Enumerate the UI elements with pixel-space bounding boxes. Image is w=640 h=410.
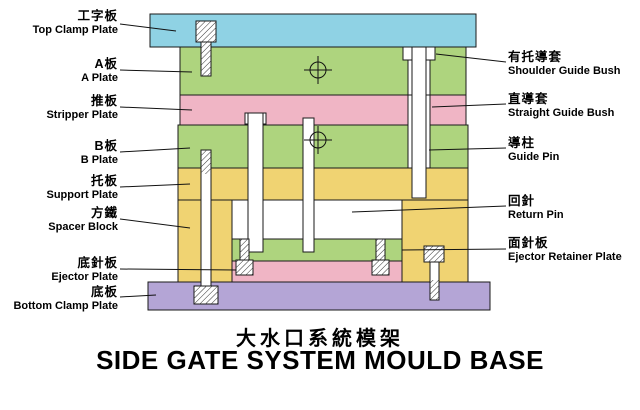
label-support-plate-zh: 托板 [90,174,118,188]
leader-lines-right [351,53,507,251]
label-b-plate-zh: B板 [94,139,118,153]
guide-pin-shape [411,46,427,199]
label-stripper-plate-en: Stripper Plate [46,109,118,121]
label-guide-pin-zh: 導柱 [508,136,536,150]
leader-lines-left [119,23,237,298]
label-straight-guide-bush: 直導套 Straight Guide Bush [508,92,640,120]
label-bottom-clamp-plate-en: Bottom Clamp Plate [13,300,118,312]
label-shoulder-guide-bush-zh: 有托導套 [508,50,563,64]
label-top-clamp-plate-zh: 工字板 [77,9,118,23]
label-ejector-retainer-plate-zh: 面針板 [508,236,549,250]
center-mark-upper [304,56,332,84]
label-b-plate-en: B Plate [80,154,118,166]
label-a-plate-en: A Plate [81,72,118,84]
label-guide-pin-en: Guide Pin [508,151,560,163]
label-ejector-plate: 底針板 Ejector Plate [4,256,118,284]
label-spacer-block: 方鐵 Spacer Block [4,206,118,234]
return-pin-shape [247,112,264,253]
label-support-plate: 托板 Support Plate [4,174,118,202]
label-support-plate-en: Support Plate [46,189,118,201]
label-spacer-block-zh: 方鐵 [90,206,118,220]
title-chinese: 大水口系統模架 [236,328,404,350]
label-shoulder-guide-bush: 有托導套 Shoulder Guide Bush [508,50,640,78]
label-return-pin-zh: 回針 [508,194,536,208]
label-ejector-plate-zh: 底針板 [77,256,118,270]
label-ejector-plate-en: Ejector Plate [51,271,118,283]
label-a-plate-zh: A板 [94,57,118,71]
label-ejector-retainer-plate: 面針板 Ejector Retainer Plate [508,236,640,264]
label-straight-guide-bush-zh: 直導套 [508,92,549,106]
label-bottom-clamp-plate-zh: 底板 [90,285,118,299]
center-mark-lower [304,126,332,154]
label-return-pin: 回針 Return Pin [508,194,640,222]
label-top-clamp-plate-en: Top Clamp Plate [32,24,118,36]
label-a-plate: A板 A Plate [4,57,118,85]
label-straight-guide-bush-en: Straight Guide Bush [508,107,615,119]
label-shoulder-guide-bush-en: Shoulder Guide Bush [508,65,621,77]
ejector-pin-shape [302,117,315,253]
label-ejector-retainer-plate-en: Ejector Retainer Plate [508,251,622,263]
label-spacer-block-en: Spacer Block [48,221,118,233]
label-return-pin-en: Return Pin [508,209,564,221]
label-top-clamp-plate: 工字板 Top Clamp Plate [4,9,118,37]
label-stripper-plate: 推板 Stripper Plate [4,94,118,122]
label-bottom-clamp-plate: 底板 Bottom Clamp Plate [4,285,118,313]
label-b-plate: B板 B Plate [4,139,118,167]
title-english: SIDE GATE SYSTEM MOULD BASE [96,345,544,375]
label-guide-pin: 導柱 Guide Pin [508,136,640,164]
label-stripper-plate-zh: 推板 [90,94,118,108]
